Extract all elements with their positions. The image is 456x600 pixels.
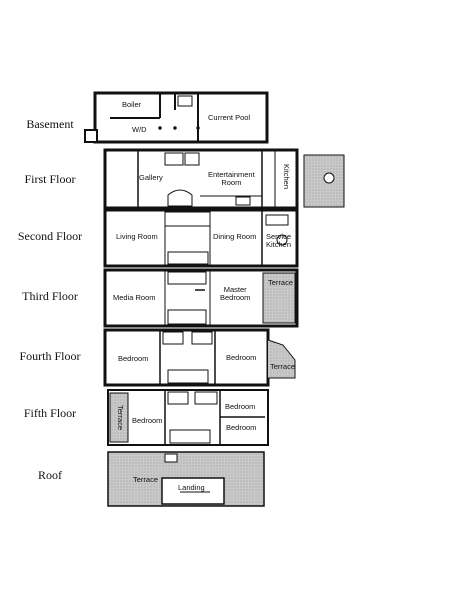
level-label-first-floor: First Floor [24,172,76,186]
room-label-bedroom-fifth-lower: Bedroom [226,423,257,432]
room-label-master-bedroom: Master Bedroom [220,285,251,303]
basement-plan [84,91,269,144]
room-label-media-room: Media Room [113,293,156,302]
fourth-floor-plan [103,328,296,387]
first-floor-plan [103,148,345,210]
fifth-floor-plan [107,389,269,446]
room-label-service-kitchen: Service Kitchen [266,232,292,250]
level-label-basement: Basement [26,117,74,131]
third-floor-plan [103,268,299,328]
roof-plan [107,451,265,507]
room-label-living-room: Living Room [116,232,158,241]
room-label-terrace-roof: Terrace [133,475,159,484]
room-label-dining-room: Dining Room [213,232,257,241]
level-label-roof: Roof [38,468,62,482]
room-label-gallery: Gallery [139,173,163,182]
room-label-wd: W/D [132,125,147,134]
room-label-terrace-fifth: Terrace [116,405,125,431]
second-floor-plan [103,208,299,268]
level-label-fifth-floor: Fifth Floor [23,406,77,420]
room-label-bedroom-fifth-upper: Bedroom [225,402,256,411]
level-label-fourth-floor: Fourth Floor [19,349,81,363]
room-label-current-pool: Current Pool [208,113,251,122]
room-label-boiler: Boiler [122,100,142,109]
room-label-bedroom-fifth-left: Bedroom [132,416,163,425]
room-label-landing: Landing [178,483,205,492]
level-label-third-floor: Third Floor [22,289,78,303]
room-label-terrace-fourth: Terrace [270,362,296,371]
room-label-terrace-third: Terrace [268,278,294,287]
level-label-second-floor: Second Floor [17,229,83,243]
room-label-kitchen: Kitchen [282,164,291,190]
room-label-bedroom-fourth-right: Bedroom [226,353,257,362]
room-label-bedroom-fourth-left: Bedroom [118,354,149,363]
room-label-entertainment-room: Entertainment Room [208,170,255,188]
